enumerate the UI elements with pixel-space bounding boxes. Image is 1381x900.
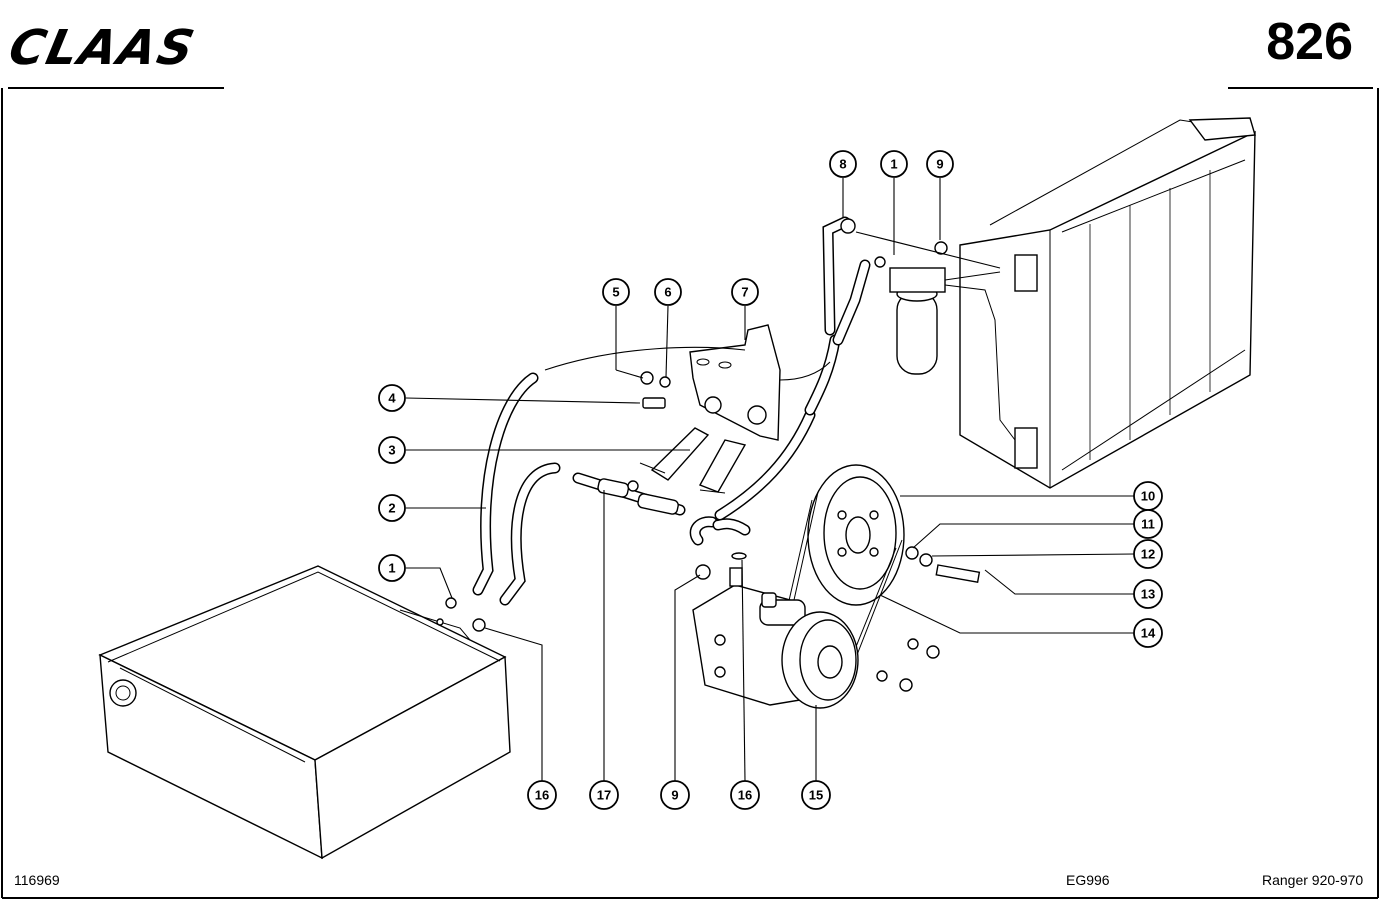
group-code: EG996: [1066, 872, 1110, 888]
callout-16-left: 16: [527, 780, 557, 810]
callout-8: 8: [829, 150, 857, 178]
callout-11: 11: [1133, 509, 1163, 539]
evaporator-housing: [98, 565, 511, 860]
callout-label: 15: [809, 788, 823, 803]
callout-label: 4: [388, 391, 396, 406]
callout-label: 8: [839, 157, 846, 172]
page-number: 826: [1266, 13, 1353, 71]
model-label: Ranger 920-970: [1262, 872, 1364, 888]
callout-label: 13: [1141, 587, 1155, 602]
callout-label: 11: [1141, 517, 1155, 532]
callout-2: 2: [378, 494, 406, 522]
callout-4: 4: [378, 384, 406, 412]
drawing-id: 116969: [14, 872, 60, 888]
callout-6: 6: [654, 278, 682, 306]
refrigerant-hoses: [472, 216, 871, 606]
callout-16-right: 16: [730, 780, 760, 810]
drive-pulley-and-belt: [779, 464, 905, 665]
callout-label: 16: [535, 788, 549, 803]
callout-label: 16: [738, 788, 752, 803]
callout-14: 14: [1133, 618, 1163, 648]
callout-label: 14: [1141, 626, 1156, 641]
logo-underline: [8, 87, 224, 89]
callout-3: 3: [378, 436, 406, 464]
service-pipe: [597, 478, 751, 546]
condenser-unit: [944, 117, 1256, 489]
callout-label: 1: [388, 561, 395, 576]
callout-13: 13: [1133, 579, 1163, 609]
fasteners: [445, 218, 981, 692]
callout-9-bottom: 9: [660, 780, 690, 810]
callout-label: 3: [388, 443, 395, 458]
callout-1-left: 1: [378, 554, 406, 582]
page-number-underline: [1228, 87, 1373, 89]
callout-17: 17: [589, 780, 619, 810]
callout-10: 10: [1133, 481, 1163, 511]
callout-label: 5: [612, 285, 619, 300]
callout-15: 15: [801, 780, 831, 810]
callout-9-top: 9: [926, 150, 954, 178]
callout-5: 5: [602, 278, 630, 306]
callout-label: 6: [664, 285, 671, 300]
callout-label: 12: [1141, 547, 1155, 562]
ac-compressor: [692, 567, 859, 709]
callout-label: 1: [890, 157, 897, 172]
callout-7: 7: [731, 278, 759, 306]
callout-label: 10: [1141, 489, 1155, 504]
callout-1-drier: 1: [880, 150, 908, 178]
callout-12: 12: [1133, 539, 1163, 569]
callout-label: 17: [597, 788, 611, 803]
callout-label: 9: [936, 157, 943, 172]
callout-label: 2: [388, 501, 395, 516]
receiver-drier: [889, 267, 1001, 375]
callout-label: 7: [741, 285, 748, 300]
compressor-bracket: [639, 324, 781, 494]
callout-label: 9: [671, 788, 678, 803]
leader-lines: [405, 178, 1135, 782]
